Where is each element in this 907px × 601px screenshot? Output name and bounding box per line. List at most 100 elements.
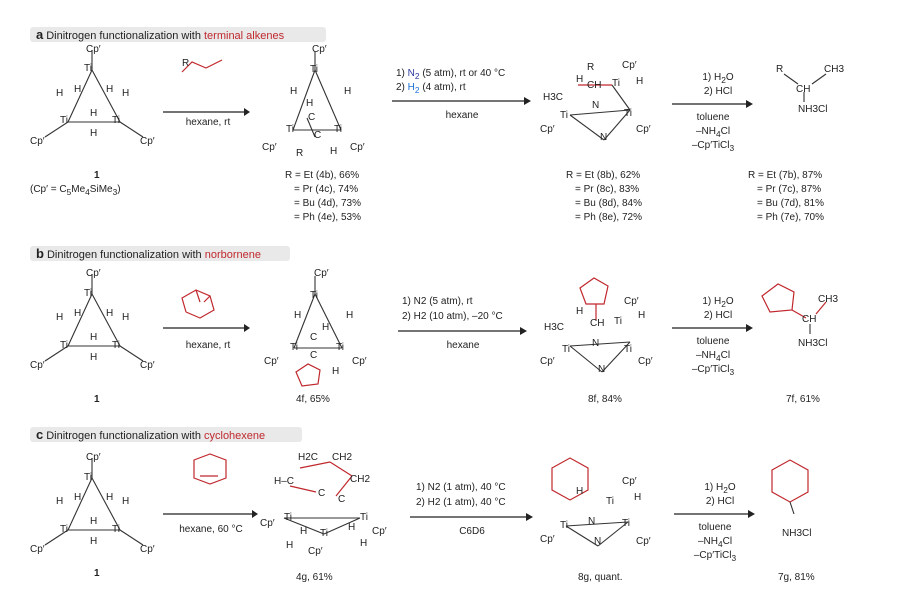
- nitrogen-atom: N: [600, 132, 608, 143]
- step-c1-conditions: hexane, 60 °C: [179, 524, 243, 535]
- ti-atom: Ti: [334, 124, 342, 135]
- compound-7f-label: 7f, 61%: [786, 394, 820, 405]
- hydride: H: [294, 310, 302, 321]
- reaction-arrow-a1: [163, 59, 250, 116]
- hc-group: H–C: [274, 476, 295, 487]
- yield-7d: = Bu (7d), 81%: [757, 198, 824, 209]
- ti-atom: Ti: [84, 288, 92, 299]
- step-b1-conditions: hexane, rt: [185, 340, 231, 351]
- h3c-group: H3C: [544, 322, 565, 333]
- ch3-group: CH3: [818, 294, 839, 305]
- ti-atom: Ti: [290, 342, 298, 353]
- hydride: H: [360, 538, 368, 549]
- cp-ligand: Cp′: [262, 142, 277, 153]
- step-c2-line1: 1) N2 (1 atm), 40 °C: [416, 482, 506, 493]
- amine-salt: NH3Cl: [798, 104, 828, 115]
- compound-8g-structure: [551, 457, 629, 547]
- compound-4g-structure: [283, 461, 361, 535]
- ti-atom: Ti: [624, 344, 632, 355]
- ch-group: CH: [587, 80, 602, 91]
- hydride: H: [56, 312, 64, 323]
- panel-a-title: Dinitrogen functionalization with: [46, 30, 204, 42]
- cp-ligand: Cp′: [540, 534, 555, 545]
- step-a3-l3: toluene: [696, 112, 730, 123]
- yield-4c: = Pr (4c), 74%: [294, 184, 359, 195]
- h2c-group: H2C: [298, 452, 319, 463]
- step-c3-l3: toluene: [698, 522, 732, 533]
- hydride: H: [332, 366, 340, 377]
- step-c3-l5: –Cp′TiCl3: [693, 550, 737, 563]
- compound-4-a-structure: [292, 52, 342, 138]
- hydride: H: [106, 84, 114, 95]
- step-b3-l1: 1) H2O: [702, 296, 734, 309]
- ti-atom: Ti: [310, 64, 318, 75]
- compound-7g-label: 7g, 81%: [778, 572, 815, 583]
- ti-atom: Ti: [310, 290, 318, 301]
- reaction-arrow-a3: [672, 100, 753, 108]
- panel-c-title: Dinitrogen functionalization with: [46, 430, 204, 442]
- substituent-r: R: [776, 64, 784, 75]
- nitrogen-atom: N: [592, 338, 600, 349]
- step-a2-line1: 1) N2 (5 atm), rt or 40 °C: [396, 68, 506, 81]
- panel-c-letter: c: [36, 427, 44, 442]
- compound-8f-label: 8f, 84%: [588, 394, 622, 405]
- cp-ligand: Cp′: [622, 476, 637, 487]
- hydride: H: [122, 496, 130, 507]
- reaction-arrow-b3: [672, 324, 753, 332]
- cp-ligand: Cp′: [30, 544, 45, 555]
- step-b3-l2: 2) HCl: [703, 310, 733, 321]
- yield-8b: R = Et (8b), 62%: [566, 170, 641, 181]
- ti-atom: Ti: [622, 518, 630, 529]
- ti-atom: Ti: [84, 472, 92, 483]
- hydride: H: [90, 352, 98, 363]
- compound-8g-label: 8g, quant.: [578, 572, 623, 583]
- hydride: H: [576, 486, 584, 497]
- cp-ligand: Cp′: [140, 360, 155, 371]
- cp-ligand: Cp′: [86, 452, 101, 463]
- cp-ligand: Cp′: [140, 544, 155, 555]
- step-a1-conditions: hexane, rt: [185, 117, 231, 128]
- cp-ligand: Cp′: [312, 44, 327, 55]
- reaction-arrow-c3: [674, 510, 755, 518]
- ti-atom: Ti: [84, 63, 92, 74]
- step-a3-l2: 2) HCl: [703, 86, 733, 97]
- ti-atom: Ti: [336, 342, 344, 353]
- yield-7e: = Ph (7e), 70%: [757, 212, 824, 223]
- panel-a-letter: a: [36, 27, 44, 42]
- hydride: H: [122, 88, 130, 99]
- yield-7b: R = Et (7b), 87%: [748, 170, 823, 181]
- cp-ligand: Cp′: [540, 356, 555, 367]
- step-b3-l4: –NH4Cl: [695, 350, 731, 363]
- yield-4b: R = Et (4b), 66%: [285, 170, 360, 181]
- ti-atom: Ti: [606, 496, 614, 507]
- compound-1-label: 1: [94, 170, 100, 181]
- step-a2-line2: 2) H2 (4 atm), rt: [396, 82, 466, 95]
- ti-atom: Ti: [612, 78, 620, 89]
- hydride: H: [344, 86, 352, 97]
- nitrogen-atom: N: [588, 516, 596, 527]
- hydride: H: [74, 492, 82, 503]
- cp-ligand: Cp′: [264, 356, 279, 367]
- nitrogen-atom: N: [598, 364, 606, 375]
- yield-8d: = Bu (8d), 84%: [575, 198, 642, 209]
- cp-ligand: Cp′: [86, 44, 101, 55]
- ti-atom: Ti: [112, 524, 120, 535]
- reaction-arrow-b2: [398, 327, 527, 335]
- hydride: H: [90, 128, 98, 139]
- nitrogen-atom: N: [594, 536, 602, 547]
- ti-atom: Ti: [60, 115, 68, 126]
- compound-7-a-structure: [783, 73, 827, 102]
- cp-ligand: Cp′: [350, 142, 365, 153]
- yield-8e: = Ph (8e), 72%: [575, 212, 642, 223]
- ch2-group: CH2: [332, 452, 353, 463]
- panel-b-letter: b: [36, 246, 44, 261]
- cp-ligand: Cp′: [308, 546, 323, 557]
- reaction-arrow-b1: [163, 289, 250, 332]
- step-b3-l5: –Cp′TiCl3: [691, 364, 735, 377]
- step-a3-l1: 1) H2O: [702, 72, 734, 85]
- cp-ligand: Cp′: [140, 136, 155, 147]
- hydride: H: [122, 312, 130, 323]
- nitrogen-atom: N: [592, 100, 600, 111]
- hydride: H: [56, 496, 64, 507]
